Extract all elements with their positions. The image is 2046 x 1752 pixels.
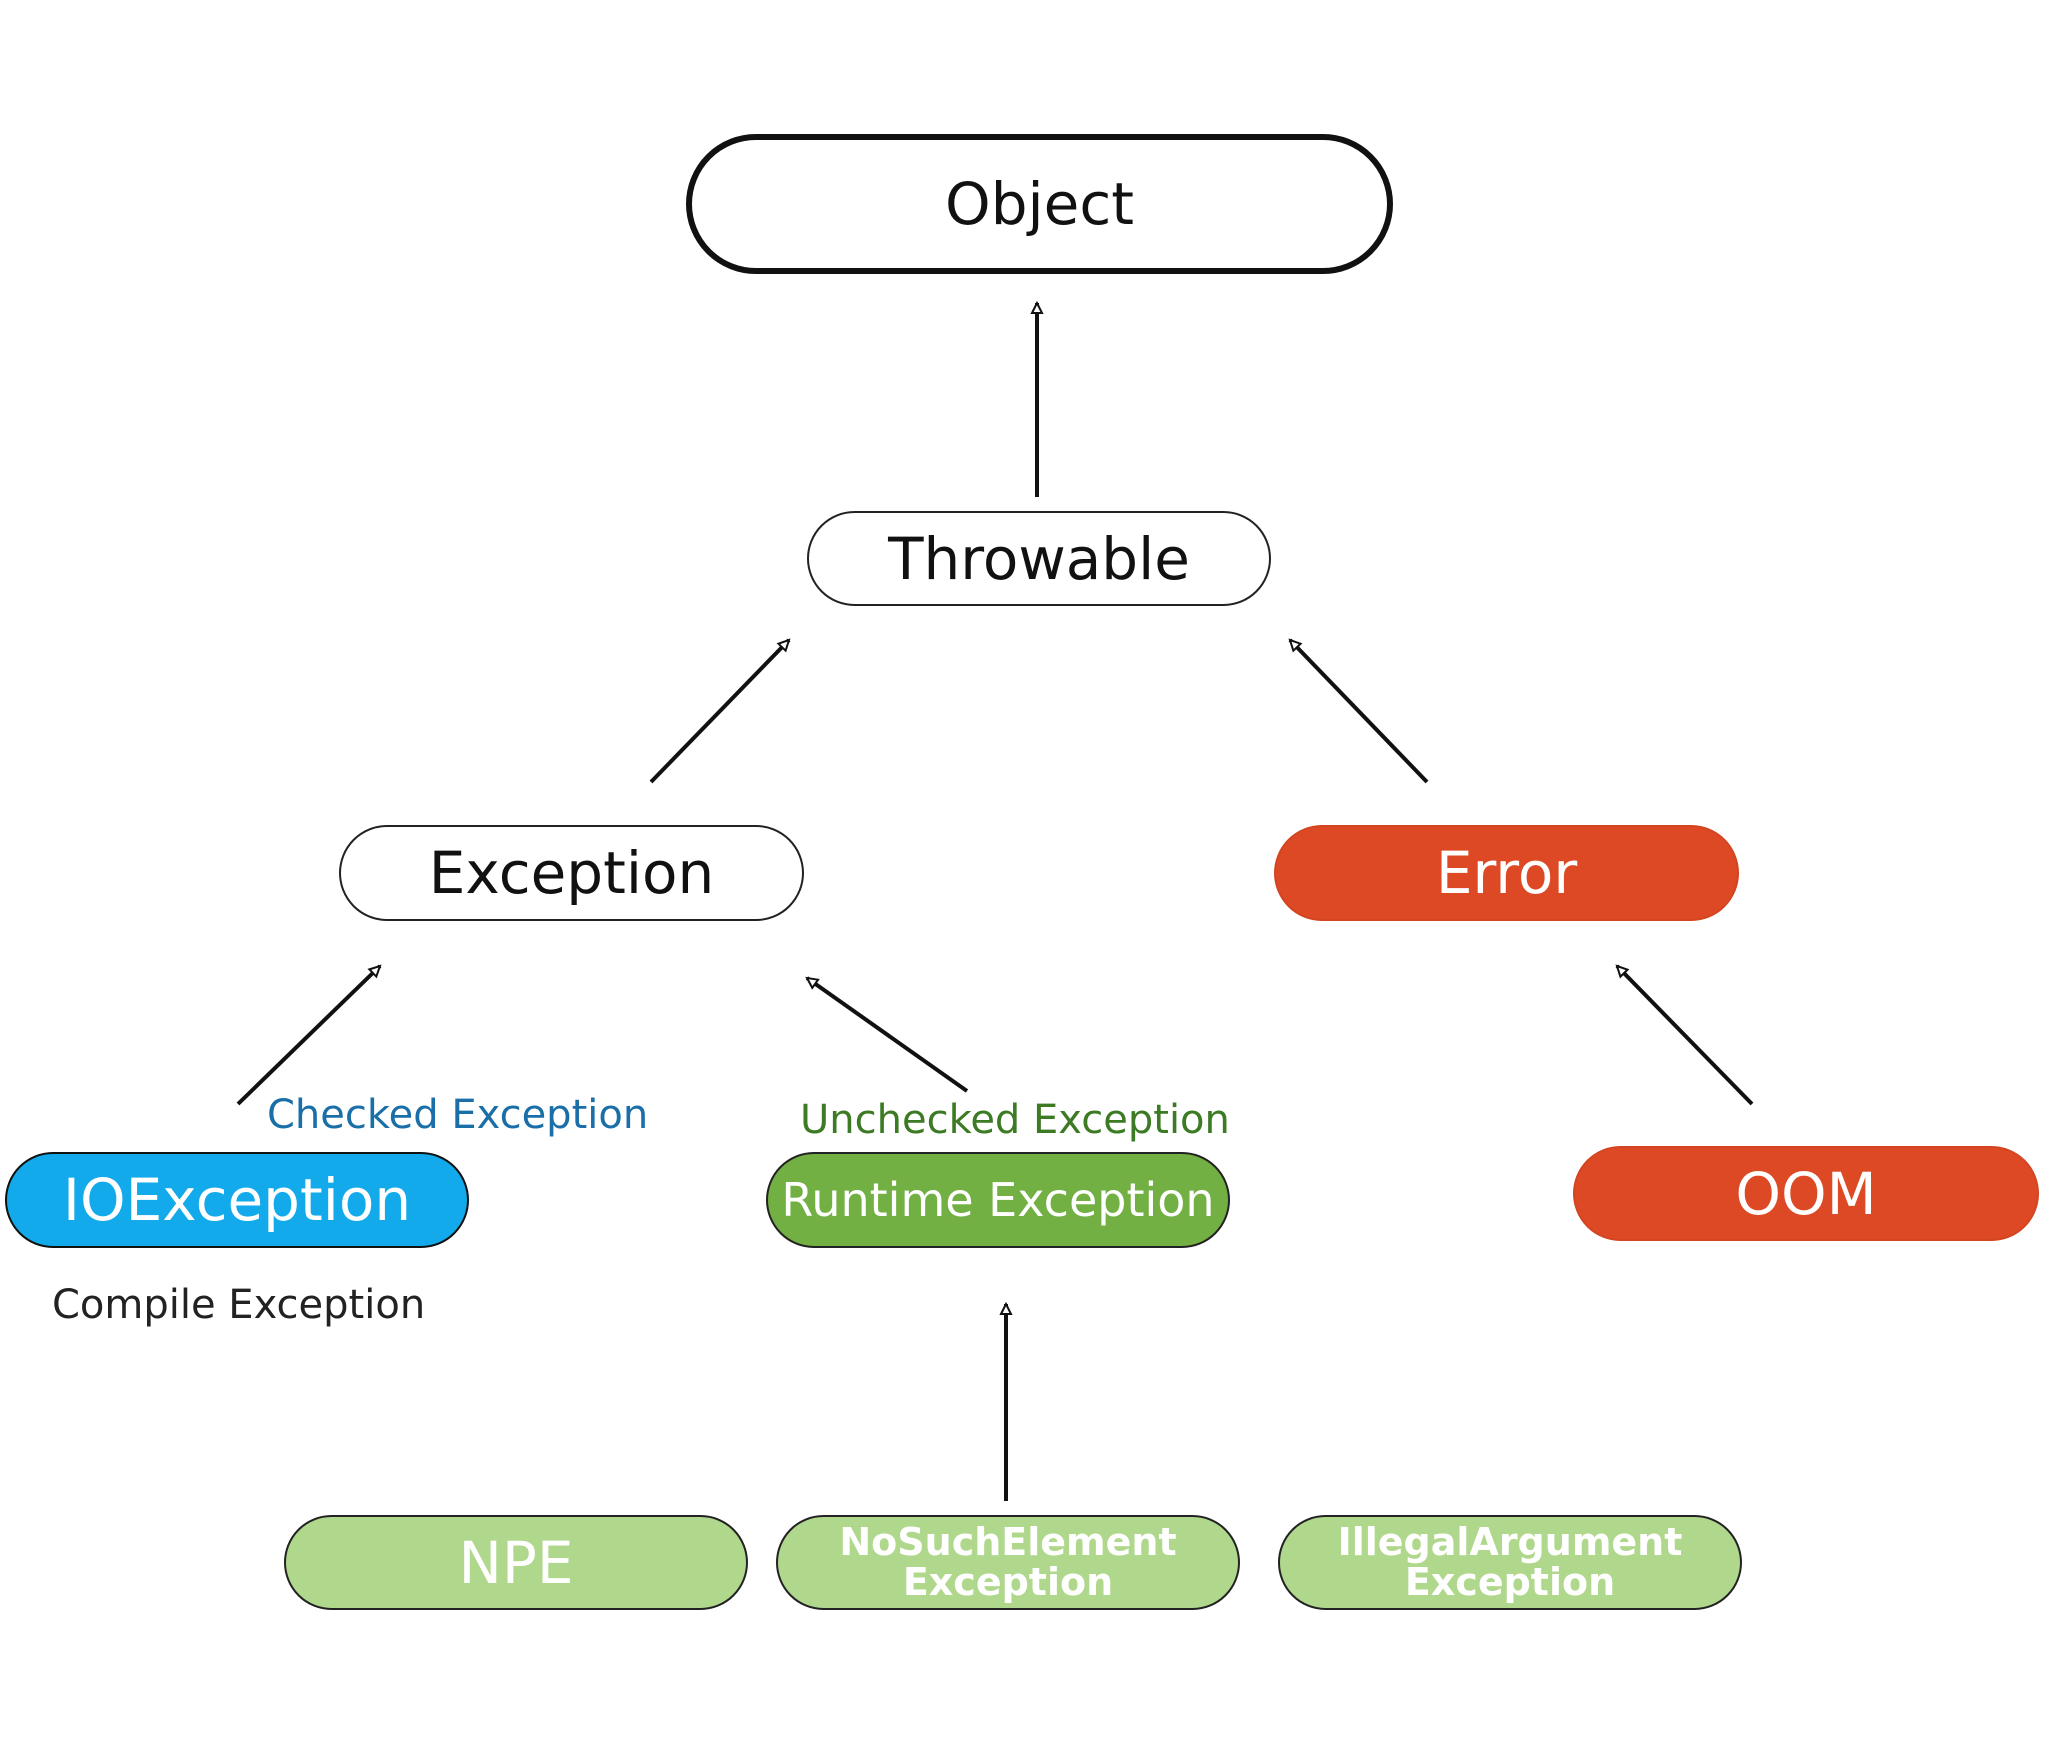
oom-node: OOM: [1573, 1146, 2039, 1241]
ioexception-label: IOException: [62, 1166, 412, 1234]
arrow-exception-to-throwable: [649, 640, 789, 784]
exception-label: Exception: [428, 839, 715, 907]
arrow-oom-to-error: [1617, 966, 1754, 1106]
exception-node: Exception: [339, 825, 804, 921]
oom-label: OOM: [1735, 1159, 1877, 1228]
throwable-label: Throwable: [888, 524, 1190, 593]
arrow-runtime-to-exception: [807, 976, 969, 1093]
arrow-error-to-throwable: [1290, 640, 1429, 784]
ioexception-node: IOException: [5, 1152, 469, 1248]
checked-exception-annotation: Checked Exception: [267, 1092, 649, 1138]
runtime-exception-label: Runtime Exception: [781, 1173, 1215, 1227]
object-label: Object: [945, 170, 1134, 238]
compile-exception-annotation: Compile Exception: [52, 1282, 426, 1328]
throwable-node: Throwable: [807, 511, 1271, 606]
arrow-ioexception-to-exception: [236, 966, 380, 1106]
runtime-exception-node: Runtime Exception: [766, 1152, 1230, 1248]
error-node: Error: [1274, 825, 1739, 921]
error-label: Error: [1435, 839, 1578, 907]
unchecked-exception-annotation: Unchecked Exception: [800, 1097, 1230, 1143]
illegal-argument-exception-label: IllegalArgument Exception: [1337, 1519, 1683, 1604]
object-node: Object: [686, 134, 1393, 274]
illegal-argument-exception-node: IllegalArgument Exception: [1278, 1515, 1742, 1610]
npe-node: NPE: [284, 1515, 748, 1610]
no-such-element-exception-label: NoSuchElement Exception: [839, 1519, 1177, 1604]
npe-label: NPE: [458, 1528, 574, 1597]
no-such-element-exception-node: NoSuchElement Exception: [776, 1515, 1240, 1610]
